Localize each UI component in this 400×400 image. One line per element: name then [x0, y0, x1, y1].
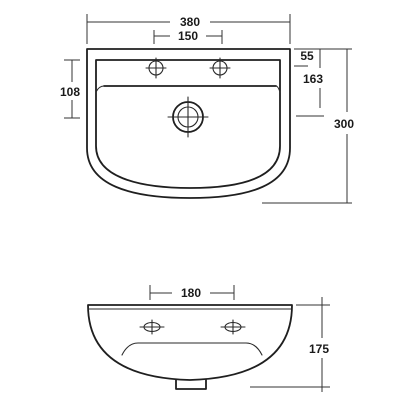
dimension-front-to-taps: 55: [294, 48, 314, 67]
dimension-height: 175: [250, 297, 330, 392]
front-view: [87, 304, 293, 390]
dimension-depth: 300: [262, 48, 354, 204]
front-view-outline: [87, 304, 293, 381]
basin-outer-outline: [86, 48, 291, 199]
top-view: [86, 48, 291, 199]
front-view-hole-right: [220, 319, 246, 335]
front-view-bowl-line: [121, 342, 263, 356]
drain-outlet: [167, 96, 209, 138]
dimension-height-label: 175: [309, 342, 329, 356]
tap-hole-left: [145, 57, 167, 79]
dimension-tap-spacing-label: 150: [178, 29, 198, 43]
dimension-hole-spacing: 180: [149, 285, 235, 300]
dimension-deck-height-label: 108: [60, 85, 80, 99]
dimension-deck-height: 108: [60, 59, 80, 119]
dimension-tap-spacing: 150: [153, 29, 223, 44]
basin-inner-outline: [95, 59, 281, 189]
tap-deck-right-corner: [275, 85, 281, 93]
dimension-hole-spacing-label: 180: [181, 286, 201, 300]
front-view-hole-left: [139, 319, 165, 335]
dimension-back-to-bowl-label: 163: [303, 72, 323, 86]
dimension-overall-width-label: 380: [180, 15, 200, 29]
dimension-depth-label: 300: [334, 117, 354, 131]
dimension-back-to-bowl: 163: [296, 49, 324, 117]
tap-hole-right: [209, 57, 231, 79]
front-view-waste-outlet: [175, 379, 207, 390]
dimension-overall-width: 380: [86, 14, 291, 44]
tap-deck-left-corner: [95, 85, 105, 93]
dimension-front-to-taps-label: 55: [300, 49, 314, 63]
